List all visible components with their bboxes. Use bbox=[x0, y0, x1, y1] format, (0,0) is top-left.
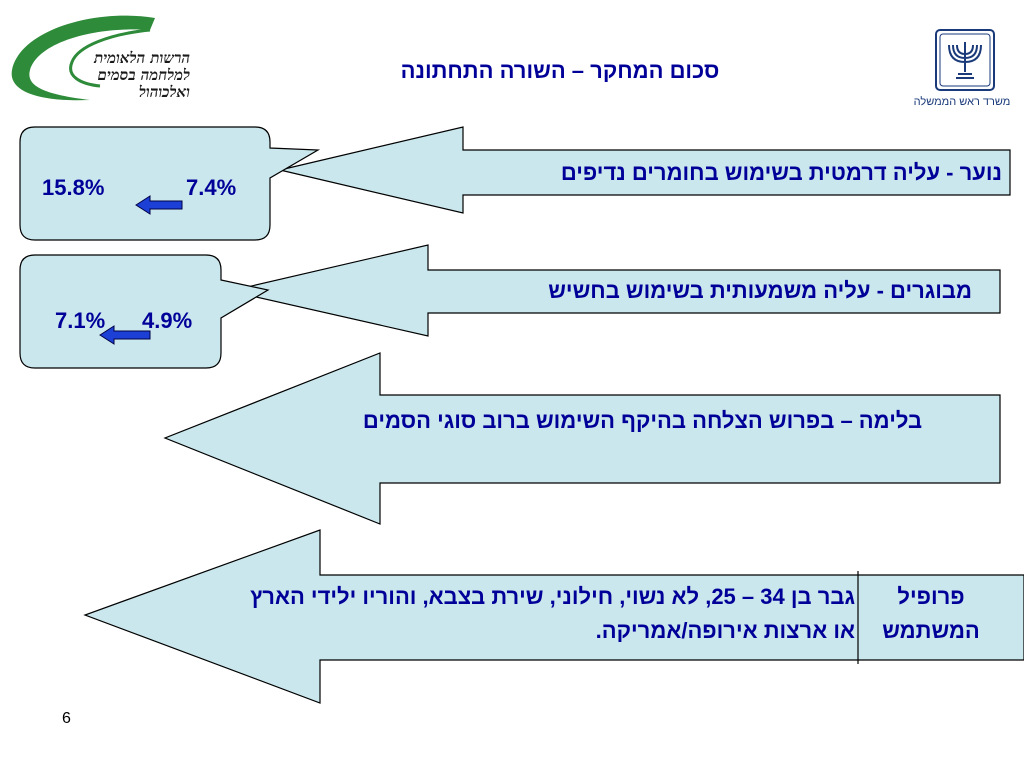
left-arrow-icon bbox=[135, 195, 183, 215]
callout-adults-from-value: 4.9% bbox=[142, 308, 193, 333]
arrow-shape-adults bbox=[229, 244, 1001, 337]
arrow-text-youth: נוער - עליה דרמטית בשימוש בחומרים נדיפים bbox=[560, 160, 1002, 185]
callout-shape-adults bbox=[19, 254, 270, 369]
logo-text: הרשות הלאומית למלחמה בסמים ואלכוהול bbox=[70, 50, 190, 101]
callout-shape-youth bbox=[19, 126, 321, 241]
arrow-shape-containment bbox=[163, 352, 1001, 525]
logo-line-2: למלחמה בסמים bbox=[97, 66, 191, 84]
arrow-shape-profile bbox=[83, 529, 1024, 704]
profile-label: פרופיל המשתמש bbox=[882, 584, 980, 643]
menorah-emblem-icon bbox=[935, 29, 995, 91]
arrow-text-containment: בלימה – בפרוש הצלחה בהיקף השימוש ברוב סו… bbox=[362, 408, 923, 433]
callout-adults-to-value: 7.1% bbox=[55, 308, 106, 333]
arrow-text-adults: מבוגרים - עליה משמעותית בשימוש בחשיש bbox=[548, 278, 972, 303]
emblem-caption: משרד ראש הממשלה bbox=[913, 96, 1011, 108]
profile-text: גבר בן 34 – 25, לא נשוי, חילוני, שירת בצ… bbox=[250, 584, 855, 643]
logo-line-3: ואלכוהול bbox=[138, 83, 190, 101]
callout-youth-from-value: 7.4% bbox=[186, 175, 237, 200]
left-arrow-icon bbox=[99, 325, 151, 345]
logo-line-1: הרשות הלאומית bbox=[94, 49, 190, 67]
callout-youth-to-value: 15.8% bbox=[42, 175, 105, 200]
logo-swoosh-icon bbox=[11, 15, 156, 101]
arrow-shape-youth bbox=[279, 126, 1011, 214]
slide-title: סכום המחקר – השורה התחתונה bbox=[400, 58, 720, 83]
page-number: 6 bbox=[62, 710, 71, 727]
